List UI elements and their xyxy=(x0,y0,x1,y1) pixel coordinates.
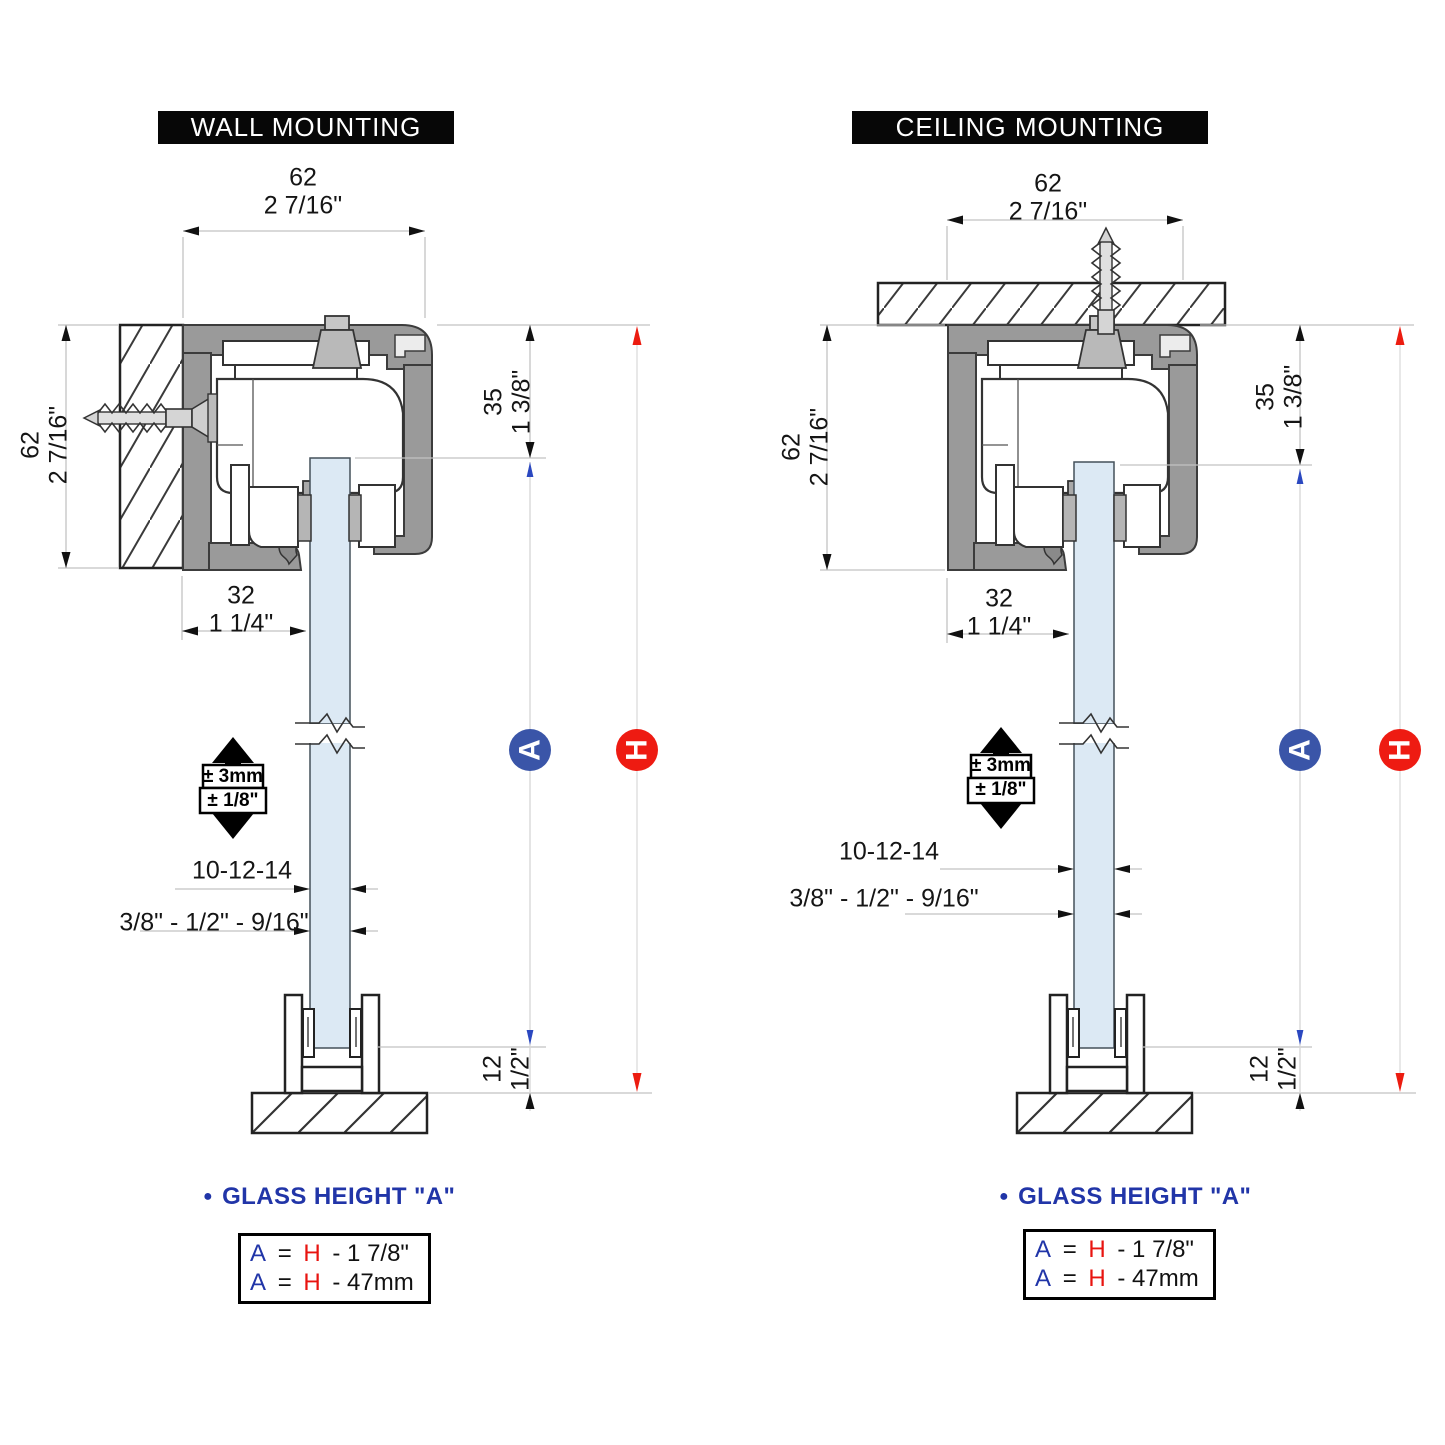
wall-to-glass-in: 1 1/4" xyxy=(966,612,1032,640)
glass-height-heading: ● GLASS HEIGHT "A" xyxy=(203,1183,455,1211)
formula-a: A xyxy=(1035,1236,1052,1263)
height-adjustment-arrow xyxy=(966,725,1036,831)
wall-section-hatch xyxy=(118,323,185,570)
formula-eq: = xyxy=(1062,1236,1077,1263)
formula-h: H xyxy=(1088,1265,1106,1293)
formula-eq: = xyxy=(277,1269,292,1297)
formula-eq: = xyxy=(1062,1265,1077,1293)
formula-mm: A = H - 47mm xyxy=(250,1268,419,1297)
formula-a: A xyxy=(250,1240,267,1267)
dimension-arrows xyxy=(61,226,535,1109)
track-height-in: 2 7/16" xyxy=(805,407,833,487)
glass-thickness-mm-label: 10-12-14 xyxy=(838,837,940,866)
dimension-lines xyxy=(820,219,1416,1111)
glass-to-top-mm: 35 xyxy=(479,388,508,416)
formula-a: A xyxy=(1035,1265,1052,1293)
formula-rest: - 47mm xyxy=(1117,1265,1199,1293)
formula-a: A xyxy=(250,1269,267,1297)
ceiling-section-hatch xyxy=(876,281,1227,327)
ceiling-mounting-diagram: A H xyxy=(820,215,1421,1135)
glass-panel-lower xyxy=(1073,739,1115,1049)
wall-to-glass-mm: 32 xyxy=(985,584,1013,613)
wall-to-glass-dim: 32 1 1/4" xyxy=(966,584,1032,641)
opening-height-marker xyxy=(1379,729,1421,771)
opening-height-marker-letter: H xyxy=(1384,739,1417,761)
formula-eq: = xyxy=(277,1240,292,1267)
floor-gap-mm: 12 xyxy=(1245,1055,1274,1083)
wall-to-glass-dim: 32 1 1/4" xyxy=(208,581,274,638)
track-height-dim: 62 2 7/16" xyxy=(16,405,73,485)
wall-to-glass-mm: 32 xyxy=(227,581,255,610)
wall-to-glass-in: 1 1/4" xyxy=(208,609,274,637)
formula-inches: A = H - 1 7/8" xyxy=(1035,1235,1204,1264)
wall-mounting-diagram: A H xyxy=(58,226,658,1135)
floor-gap-mm: 12 xyxy=(478,1055,507,1083)
glass-height-dim-arrows xyxy=(526,462,534,1045)
formula-inches: A = H - 1 7/8" xyxy=(250,1239,419,1268)
glass-height-marker-letter: A xyxy=(1284,739,1317,761)
glass-height-marker-letter: A xyxy=(514,739,547,761)
dimension-arrows xyxy=(822,215,1305,1109)
glass-height-formula-box: A = H - 1 7/8" A = H - 47mm xyxy=(238,1233,431,1304)
glass-to-top-mm: 35 xyxy=(1251,383,1280,411)
glass-panel-upper xyxy=(309,457,351,725)
track-width-dim: 62 2 7/16" xyxy=(263,163,343,220)
glass-height-heading: ● GLASS HEIGHT "A" xyxy=(999,1183,1251,1211)
adjustment-in-label: ± 1/8" xyxy=(975,779,1027,800)
glass-height-marker xyxy=(509,729,551,771)
glass-to-top-in: 1 3/8" xyxy=(1279,364,1307,430)
glass-to-top-dim: 35 1 3/8" xyxy=(479,369,536,435)
glass-height-heading-text: GLASS HEIGHT "A" xyxy=(1018,1183,1252,1210)
glass-thickness-in-label: 3/8" - 1/2" - 9/16" xyxy=(789,884,979,913)
floor-gap-dim: 12 1/2" xyxy=(1245,1047,1302,1091)
glass-to-top-in: 1 3/8" xyxy=(507,369,535,435)
glass-height-marker xyxy=(1279,729,1321,771)
glass-height-dim-arrows xyxy=(1296,469,1304,1045)
opening-height-dim-arrows xyxy=(632,326,642,1092)
track-height-in: 2 7/16" xyxy=(44,405,72,485)
glass-height-formula-box: A = H - 1 7/8" A = H - 47mm xyxy=(1023,1229,1216,1300)
glass-panel-lower xyxy=(309,739,351,1049)
ceiling-screw xyxy=(1090,226,1122,335)
bullet-icon: ● xyxy=(999,1188,1010,1205)
track-height-mm: 62 xyxy=(16,431,45,459)
floor-gap-in: 1/2" xyxy=(506,1047,534,1091)
bullet-icon: ● xyxy=(203,1188,214,1205)
track-height-dim: 62 2 7/16" xyxy=(777,407,834,487)
adjustment-in-label: ± 1/8" xyxy=(207,790,259,811)
opening-height-marker-letter: H xyxy=(621,739,654,761)
formula-h: H xyxy=(1088,1236,1106,1263)
glass-height-heading-text: GLASS HEIGHT "A" xyxy=(222,1183,456,1210)
glass-panel-upper xyxy=(1073,461,1115,725)
track-width-in: 2 7/16" xyxy=(263,191,343,219)
opening-height-dim-arrows xyxy=(1395,326,1405,1092)
wall-screw xyxy=(82,393,218,443)
adjustment-mm-label: ± 3mm xyxy=(202,766,264,787)
formula-rest: - 1 7/8" xyxy=(1117,1236,1194,1263)
track-height-mm: 62 xyxy=(777,433,806,461)
floor-gap-dim: 12 1/2" xyxy=(478,1047,535,1091)
adjustment-mm-label: ± 3mm xyxy=(970,755,1032,776)
opening-height-marker xyxy=(616,729,658,771)
glass-to-top-dim: 35 1 3/8" xyxy=(1251,364,1308,430)
track-width-dim: 62 2 7/16" xyxy=(1008,169,1088,226)
ceiling-mounting-title: CEILING MOUNTING xyxy=(852,111,1208,144)
track-width-mm: 62 xyxy=(1034,169,1062,198)
formula-h: H xyxy=(303,1269,321,1297)
floor-gap-in: 1/2" xyxy=(1273,1047,1301,1091)
formula-rest: - 1 7/8" xyxy=(332,1240,409,1267)
height-adjustment-arrow xyxy=(198,735,268,841)
track-width-mm: 62 xyxy=(289,163,317,192)
dimension-lines xyxy=(58,230,652,1111)
track-width-in: 2 7/16" xyxy=(1008,197,1088,225)
wall-mounting-title: WALL MOUNTING xyxy=(158,111,454,144)
formula-h: H xyxy=(303,1240,321,1267)
glass-thickness-in-label: 3/8" - 1/2" - 9/16" xyxy=(119,908,309,937)
formula-mm: A = H - 47mm xyxy=(1035,1264,1204,1293)
glass-thickness-mm-label: 10-12-14 xyxy=(191,856,293,885)
formula-rest: - 47mm xyxy=(332,1269,414,1297)
